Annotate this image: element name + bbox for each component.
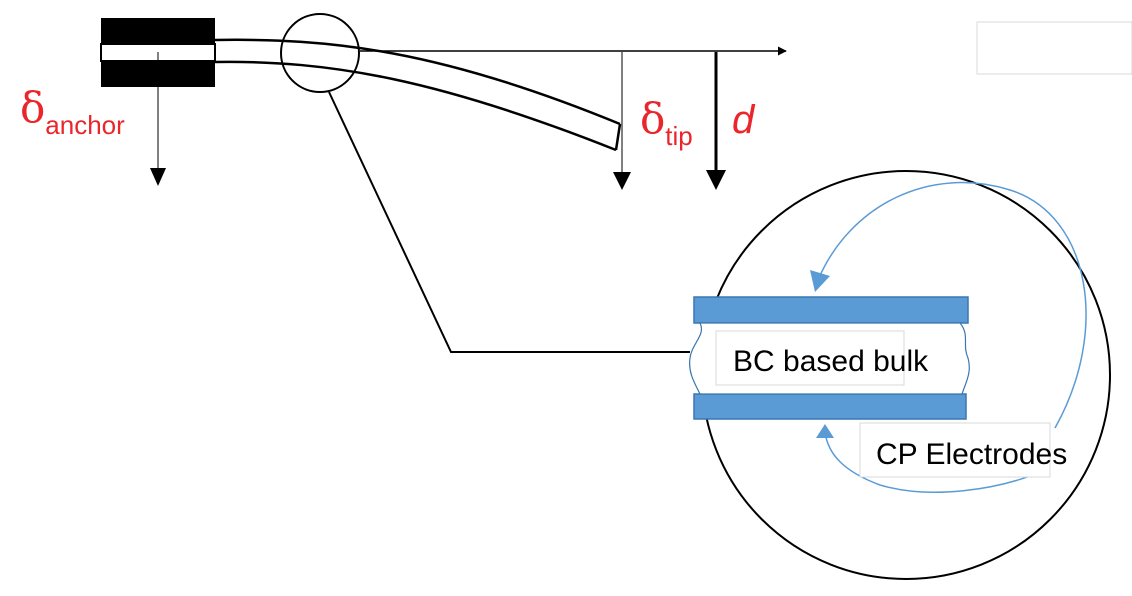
bulk-label: BC based bulk: [733, 345, 929, 378]
top-electrode: [693, 296, 969, 324]
bulk-label-box: [715, 330, 905, 386]
bottom-electrode: [693, 393, 967, 420]
beam-bottom-edge: [214, 60, 617, 152]
delta-tip-label: δtip: [640, 94, 693, 151]
delta-anchor-label: δanchor: [20, 83, 125, 140]
electrodes-label: CP Electrodes: [876, 438, 1067, 471]
empty-textbox: [976, 21, 1132, 75]
d-label: d: [732, 98, 756, 142]
magnify-circle-small: [280, 13, 360, 93]
anchor-arrowhead: [150, 168, 166, 186]
electrodes-label-box: [859, 422, 1051, 478]
beam-top-edge: [214, 38, 621, 126]
top-curved-arrow: [817, 181, 1087, 429]
clamp-top-block: [101, 18, 215, 44]
bottom-curved-arrowhead: [816, 424, 834, 438]
d-arrowhead: [706, 170, 726, 190]
beam-tip-end: [614, 123, 622, 151]
top-curved-arrowhead: [810, 270, 830, 292]
tip-arrowhead: [613, 172, 631, 190]
bottom-curved-arrow: [824, 431, 1046, 493]
callout-line: [328, 91, 690, 353]
